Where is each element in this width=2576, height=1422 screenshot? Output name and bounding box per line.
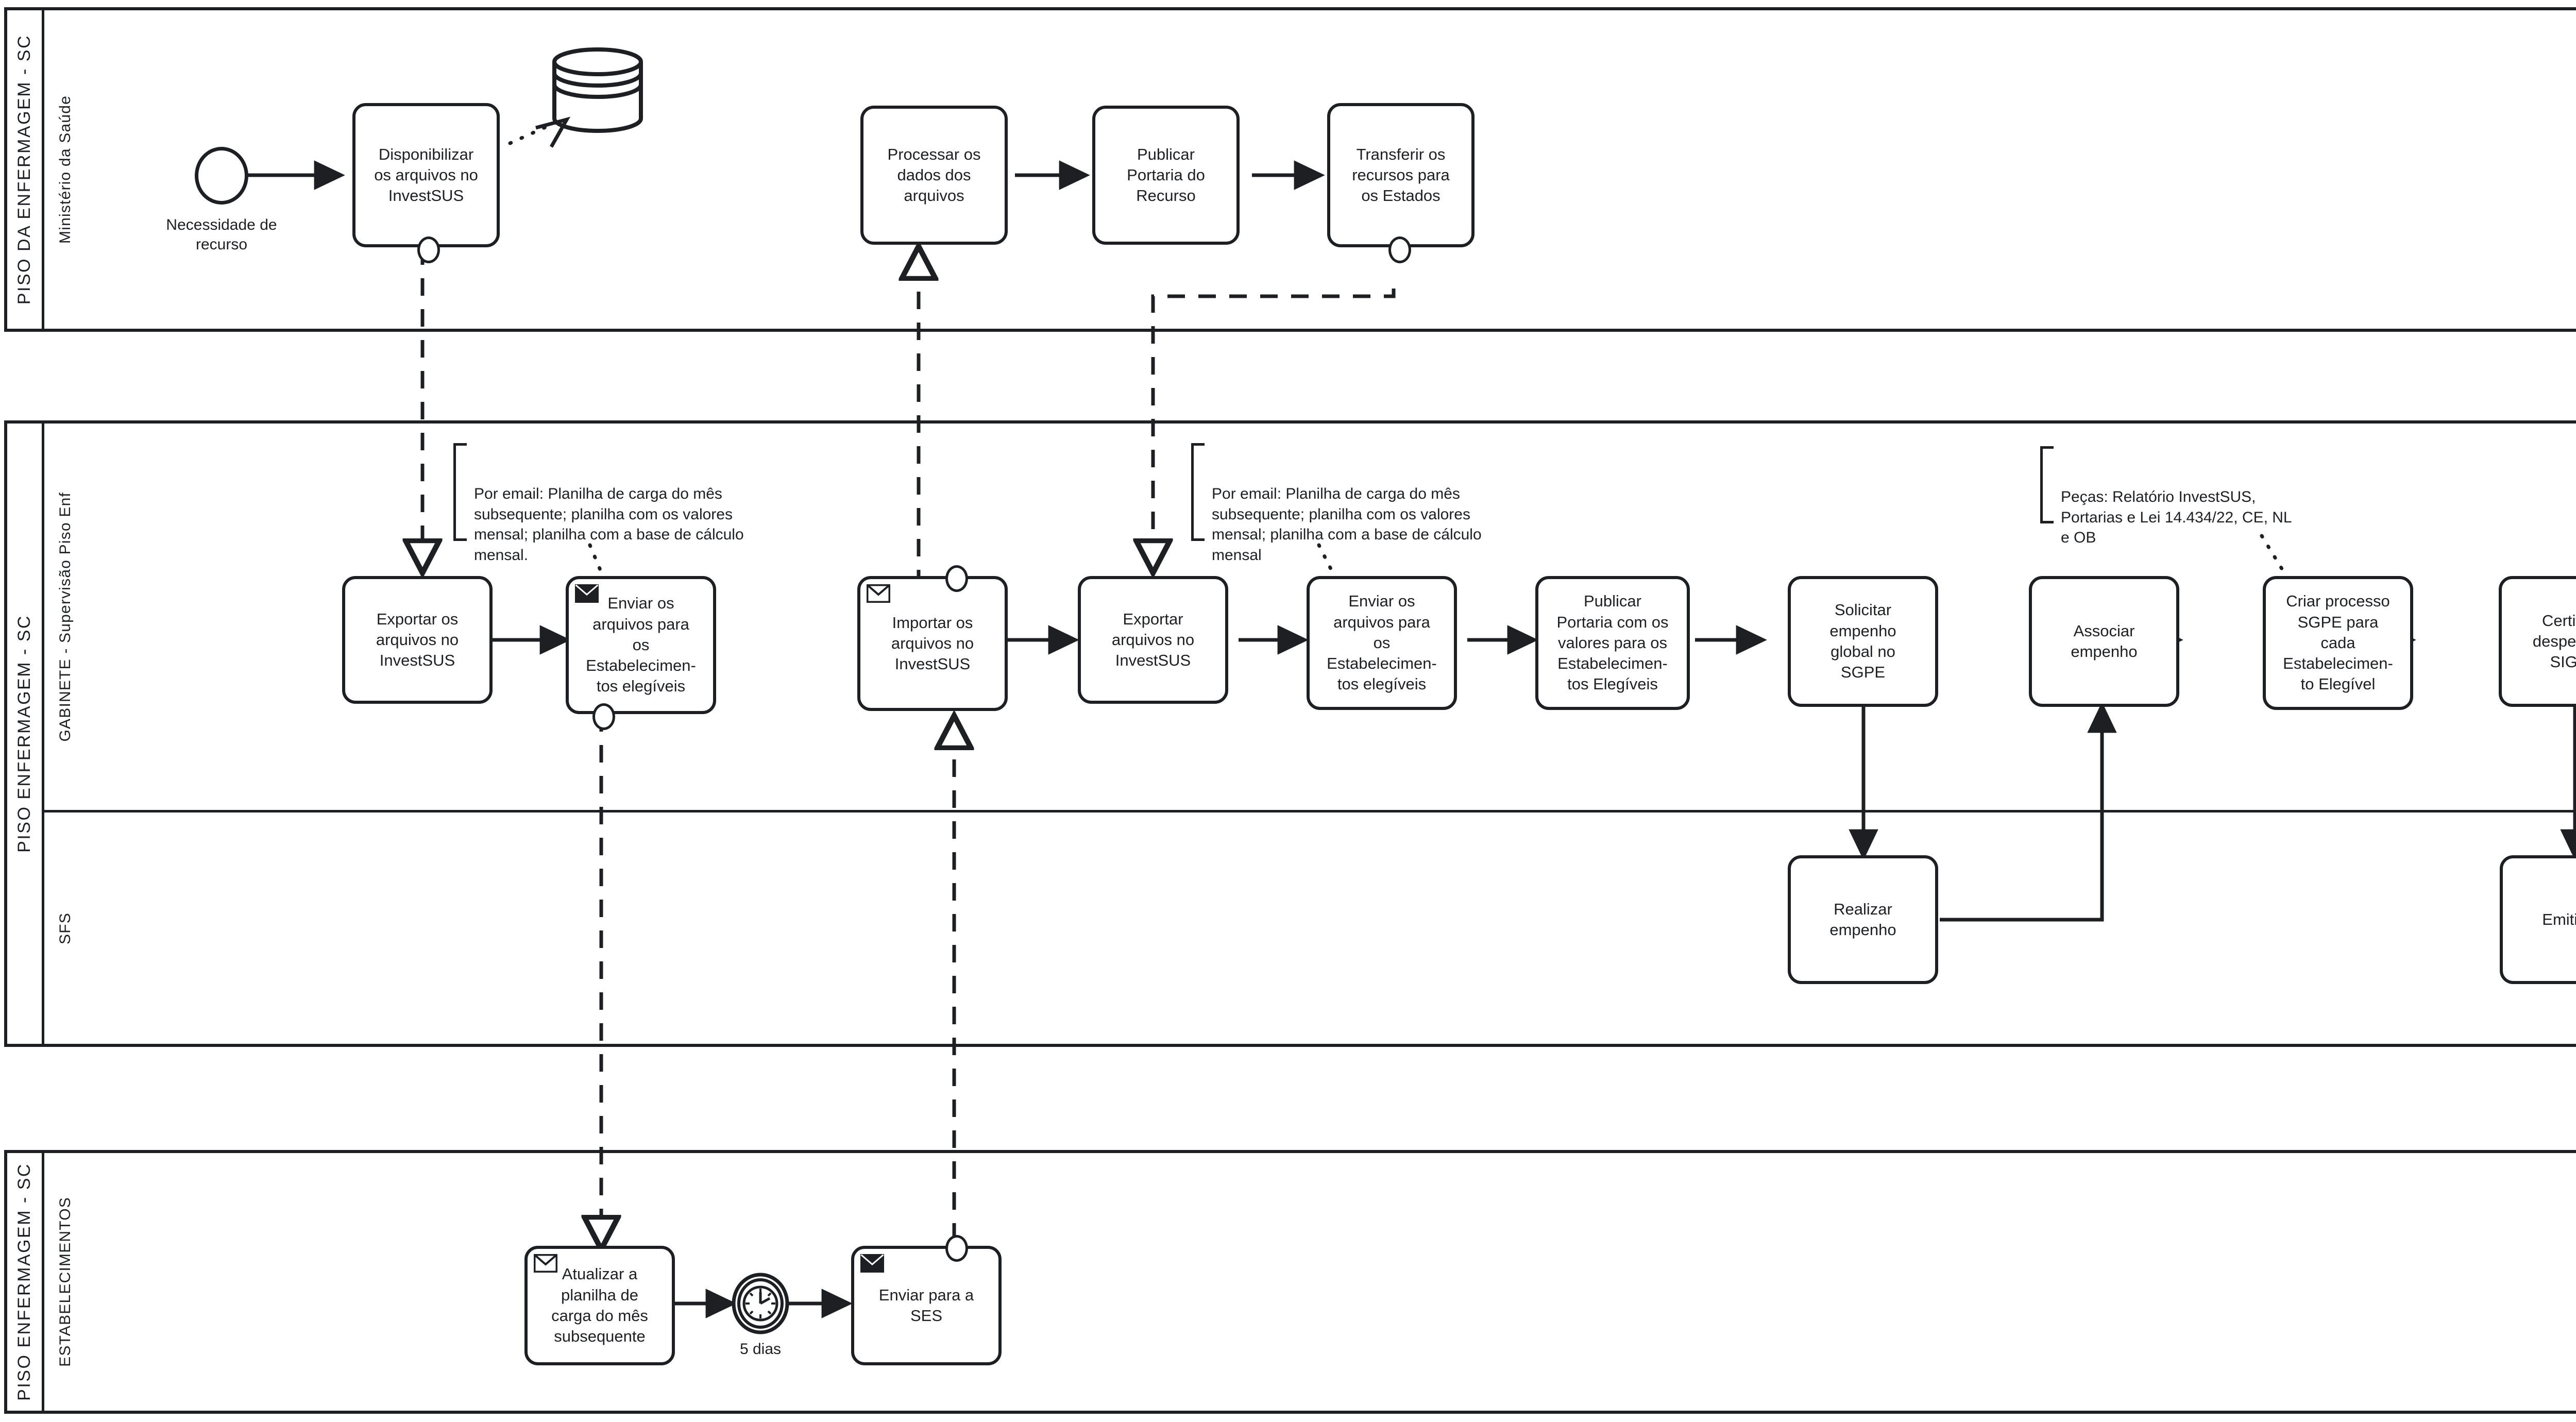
task-realizar-empenho[interactable]: Realizar empenho (1788, 855, 1938, 984)
task-label: Disponibilizar os arquivos no InvestSUS (374, 145, 478, 205)
task-enviar-arquivos-estabelecimentos-1[interactable]: Enviar os arquivos para os Estabelecimen… (566, 576, 716, 714)
annotation-pecas-relatorio: Peças: Relatório InvestSUS, Portarias e … (2040, 446, 2370, 546)
task-exportar-arquivos-investsus-2[interactable]: Exportar arquivos no InvestSUS (1078, 576, 1228, 704)
message-boundary-event-enviar-ses[interactable] (945, 1235, 968, 1262)
pool-title-ministerio: PISO DA ENFERMAGEM - SC (7, 10, 44, 329)
task-disponibilizar-arquivos[interactable]: Disponibilizar os arquivos no InvestSUS (352, 103, 500, 247)
task-label: Exportar os arquivos no InvestSUS (376, 610, 459, 670)
pool-title-gabinete: PISO ENFERMAGEM - SC (7, 424, 44, 1044)
task-label: Certificar despesa no SIGEF (2532, 611, 2576, 671)
task-label: Associar empenho (2071, 621, 2138, 661)
task-publicar-portaria-valores[interactable]: Publicar Portaria com os valores para os… (1535, 576, 1690, 710)
annotation-bracket (453, 443, 467, 541)
task-emitir-nl[interactable]: Emitir NL (2500, 855, 2576, 984)
annotation-email-planilha-2: Por email: Planilha de carga do mês subs… (1191, 443, 1562, 564)
timer-intermediate-event[interactable] (732, 1273, 789, 1334)
start-event-label: Necessidade de recurso (166, 216, 277, 253)
task-label: Criar processo SGPE para cada Estabeleci… (2283, 592, 2393, 693)
lane-sfs: SFS (44, 810, 2576, 1044)
pool-estabelecimentos: PISO ENFERMAGEM - SC ESTABELECIMENTOS (4, 1150, 2576, 1414)
task-publicar-portaria-recurso[interactable]: Publicar Portaria do Recurso (1092, 106, 1240, 245)
annotation-text: Por email: Planilha de carga do mês subs… (474, 485, 744, 564)
task-label: Publicar Portaria com os valores para os… (1556, 592, 1669, 693)
task-atualizar-planilha-carga[interactable]: Atualizar a planilha de carga do mês sub… (524, 1246, 675, 1365)
task-associar-empenho[interactable]: Associar empenho (2029, 576, 2179, 707)
message-boundary-event-transferir[interactable] (1388, 236, 1411, 263)
pool-gabinete-sfs: PISO ENFERMAGEM - SC GABINETE - Supervis… (4, 420, 2576, 1047)
annotation-text: Por email: Planilha de carga do mês subs… (1212, 485, 1482, 564)
task-label: Importar os arquivos no InvestSUS (891, 613, 974, 673)
task-transferir-recursos-estados[interactable]: Transferir os recursos para os Estados (1327, 103, 1475, 247)
task-label: Publicar Portaria do Recurso (1127, 145, 1205, 205)
task-enviar-para-ses[interactable]: Enviar para a SES (851, 1246, 1002, 1365)
timer-event-label: 5 dias (739, 1341, 782, 1358)
message-boundary-event-disponibilizar[interactable] (417, 236, 440, 263)
task-enviar-arquivos-estabelecimentos-2[interactable]: Enviar os arquivos para os Estabelecimen… (1307, 576, 1457, 710)
envelope-icon (575, 584, 599, 603)
task-importar-arquivos-investsus[interactable]: Importar os arquivos no InvestSUS (857, 576, 1008, 711)
task-label: Transferir os recursos para os Estados (1352, 145, 1450, 205)
annotation-bracket (2040, 446, 2054, 523)
task-solicitar-empenho-global[interactable]: Solicitar empenho global no SGPE (1788, 576, 1938, 707)
task-label: Emitir NL (2542, 910, 2576, 928)
envelope-icon (867, 584, 890, 603)
task-label: Realizar empenho (1829, 900, 1896, 939)
task-criar-processo-sgpe[interactable]: Criar processo SGPE para cada Estabeleci… (2263, 576, 2413, 710)
task-certificar-despesa-sigef[interactable]: Certificar despesa no SIGEF (2499, 576, 2576, 707)
task-label: Exportar arquivos no InvestSUS (1111, 610, 1195, 670)
envelope-icon (860, 1254, 884, 1273)
annotation-email-planilha-1: Por email: Planilha de carga do mês subs… (453, 443, 824, 564)
data-store-investsus (546, 46, 649, 139)
annotation-text: Peças: Relatório InvestSUS, Portarias e … (2061, 488, 2292, 547)
task-processar-dados-arquivos[interactable]: Processar os dados dos arquivos (860, 106, 1008, 245)
annotation-bracket (1191, 443, 1205, 541)
task-label: Enviar os arquivos para os Estabelecimen… (1327, 592, 1437, 693)
pool-title-estabelecimentos: PISO ENFERMAGEM - SC (7, 1153, 44, 1411)
task-label: Solicitar empenho global no SGPE (1829, 601, 1896, 682)
task-label: Enviar para a SES (878, 1285, 974, 1325)
envelope-icon (534, 1254, 557, 1273)
message-boundary-event-importar[interactable] (945, 565, 968, 592)
task-label: Enviar os arquivos para os Estabelecimen… (586, 594, 696, 696)
message-boundary-event-enviar-1[interactable] (592, 703, 615, 730)
task-label: Processar os dados dos arquivos (887, 145, 981, 205)
task-exportar-arquivos-investsus-1[interactable]: Exportar os arquivos no InvestSUS (342, 576, 493, 704)
start-event-necessidade-recurso[interactable] (195, 147, 248, 205)
task-label: Atualizar a planilha de carga do mês sub… (551, 1265, 648, 1346)
